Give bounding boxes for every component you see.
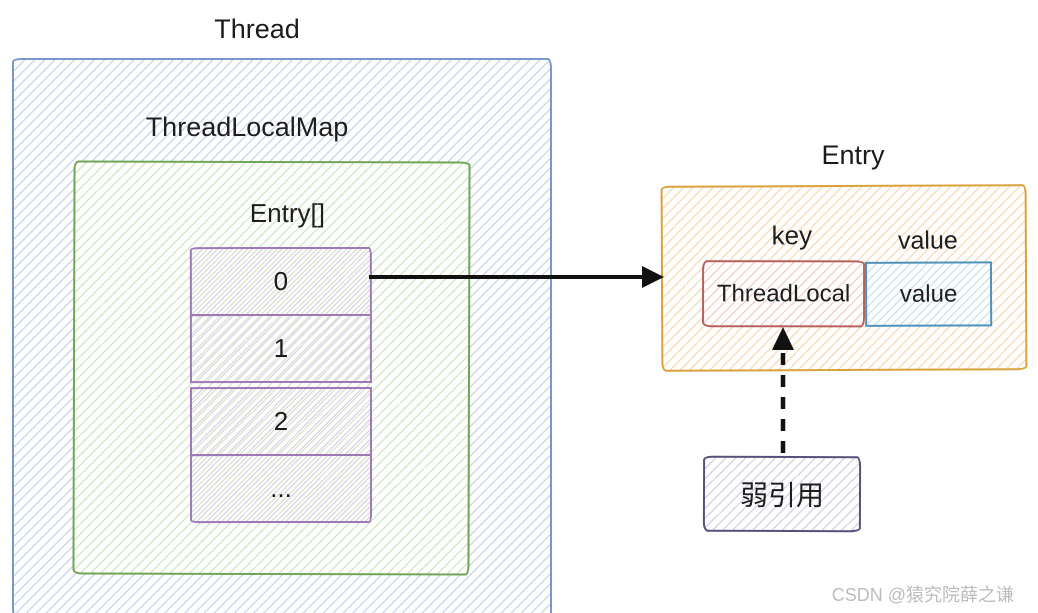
csdn-watermark: CSDN @猿究院薛之谦	[831, 585, 1014, 605]
threadlocalmap-box: Entry[] 0 1 2 ...	[72, 160, 471, 576]
threadlocalmap-title: ThreadLocalMap	[145, 112, 349, 142]
entry-array-title: Entry[]	[249, 197, 326, 229]
thread-title: Thread	[214, 14, 300, 44]
value-box: value	[864, 261, 993, 327]
value-text: value	[899, 280, 958, 308]
threadlocal-key-box: ThreadLocal	[702, 260, 866, 328]
weak-reference-box: 弱引用	[702, 455, 862, 533]
thread-box: ThreadLocalMap Entry[] 0 1 2 ...	[12, 58, 552, 613]
entry-array: 0 1 2 ...	[189, 246, 373, 524]
key-label: key	[771, 220, 813, 251]
entry-array-cell-ellipsis: ...	[190, 453, 373, 524]
entry-box: key value ThreadLocal value	[660, 184, 1028, 372]
weak-reference-label: 弱引用	[739, 479, 825, 512]
entry-array-cell-0: 0	[189, 246, 372, 317]
value-label: value	[897, 226, 958, 255]
entry-array-cell-1: 1	[189, 313, 372, 384]
entry-title: Entry	[821, 140, 885, 170]
entry-array-cell-2: 2	[189, 386, 373, 457]
threadlocal-key-text: ThreadLocal	[716, 279, 851, 307]
